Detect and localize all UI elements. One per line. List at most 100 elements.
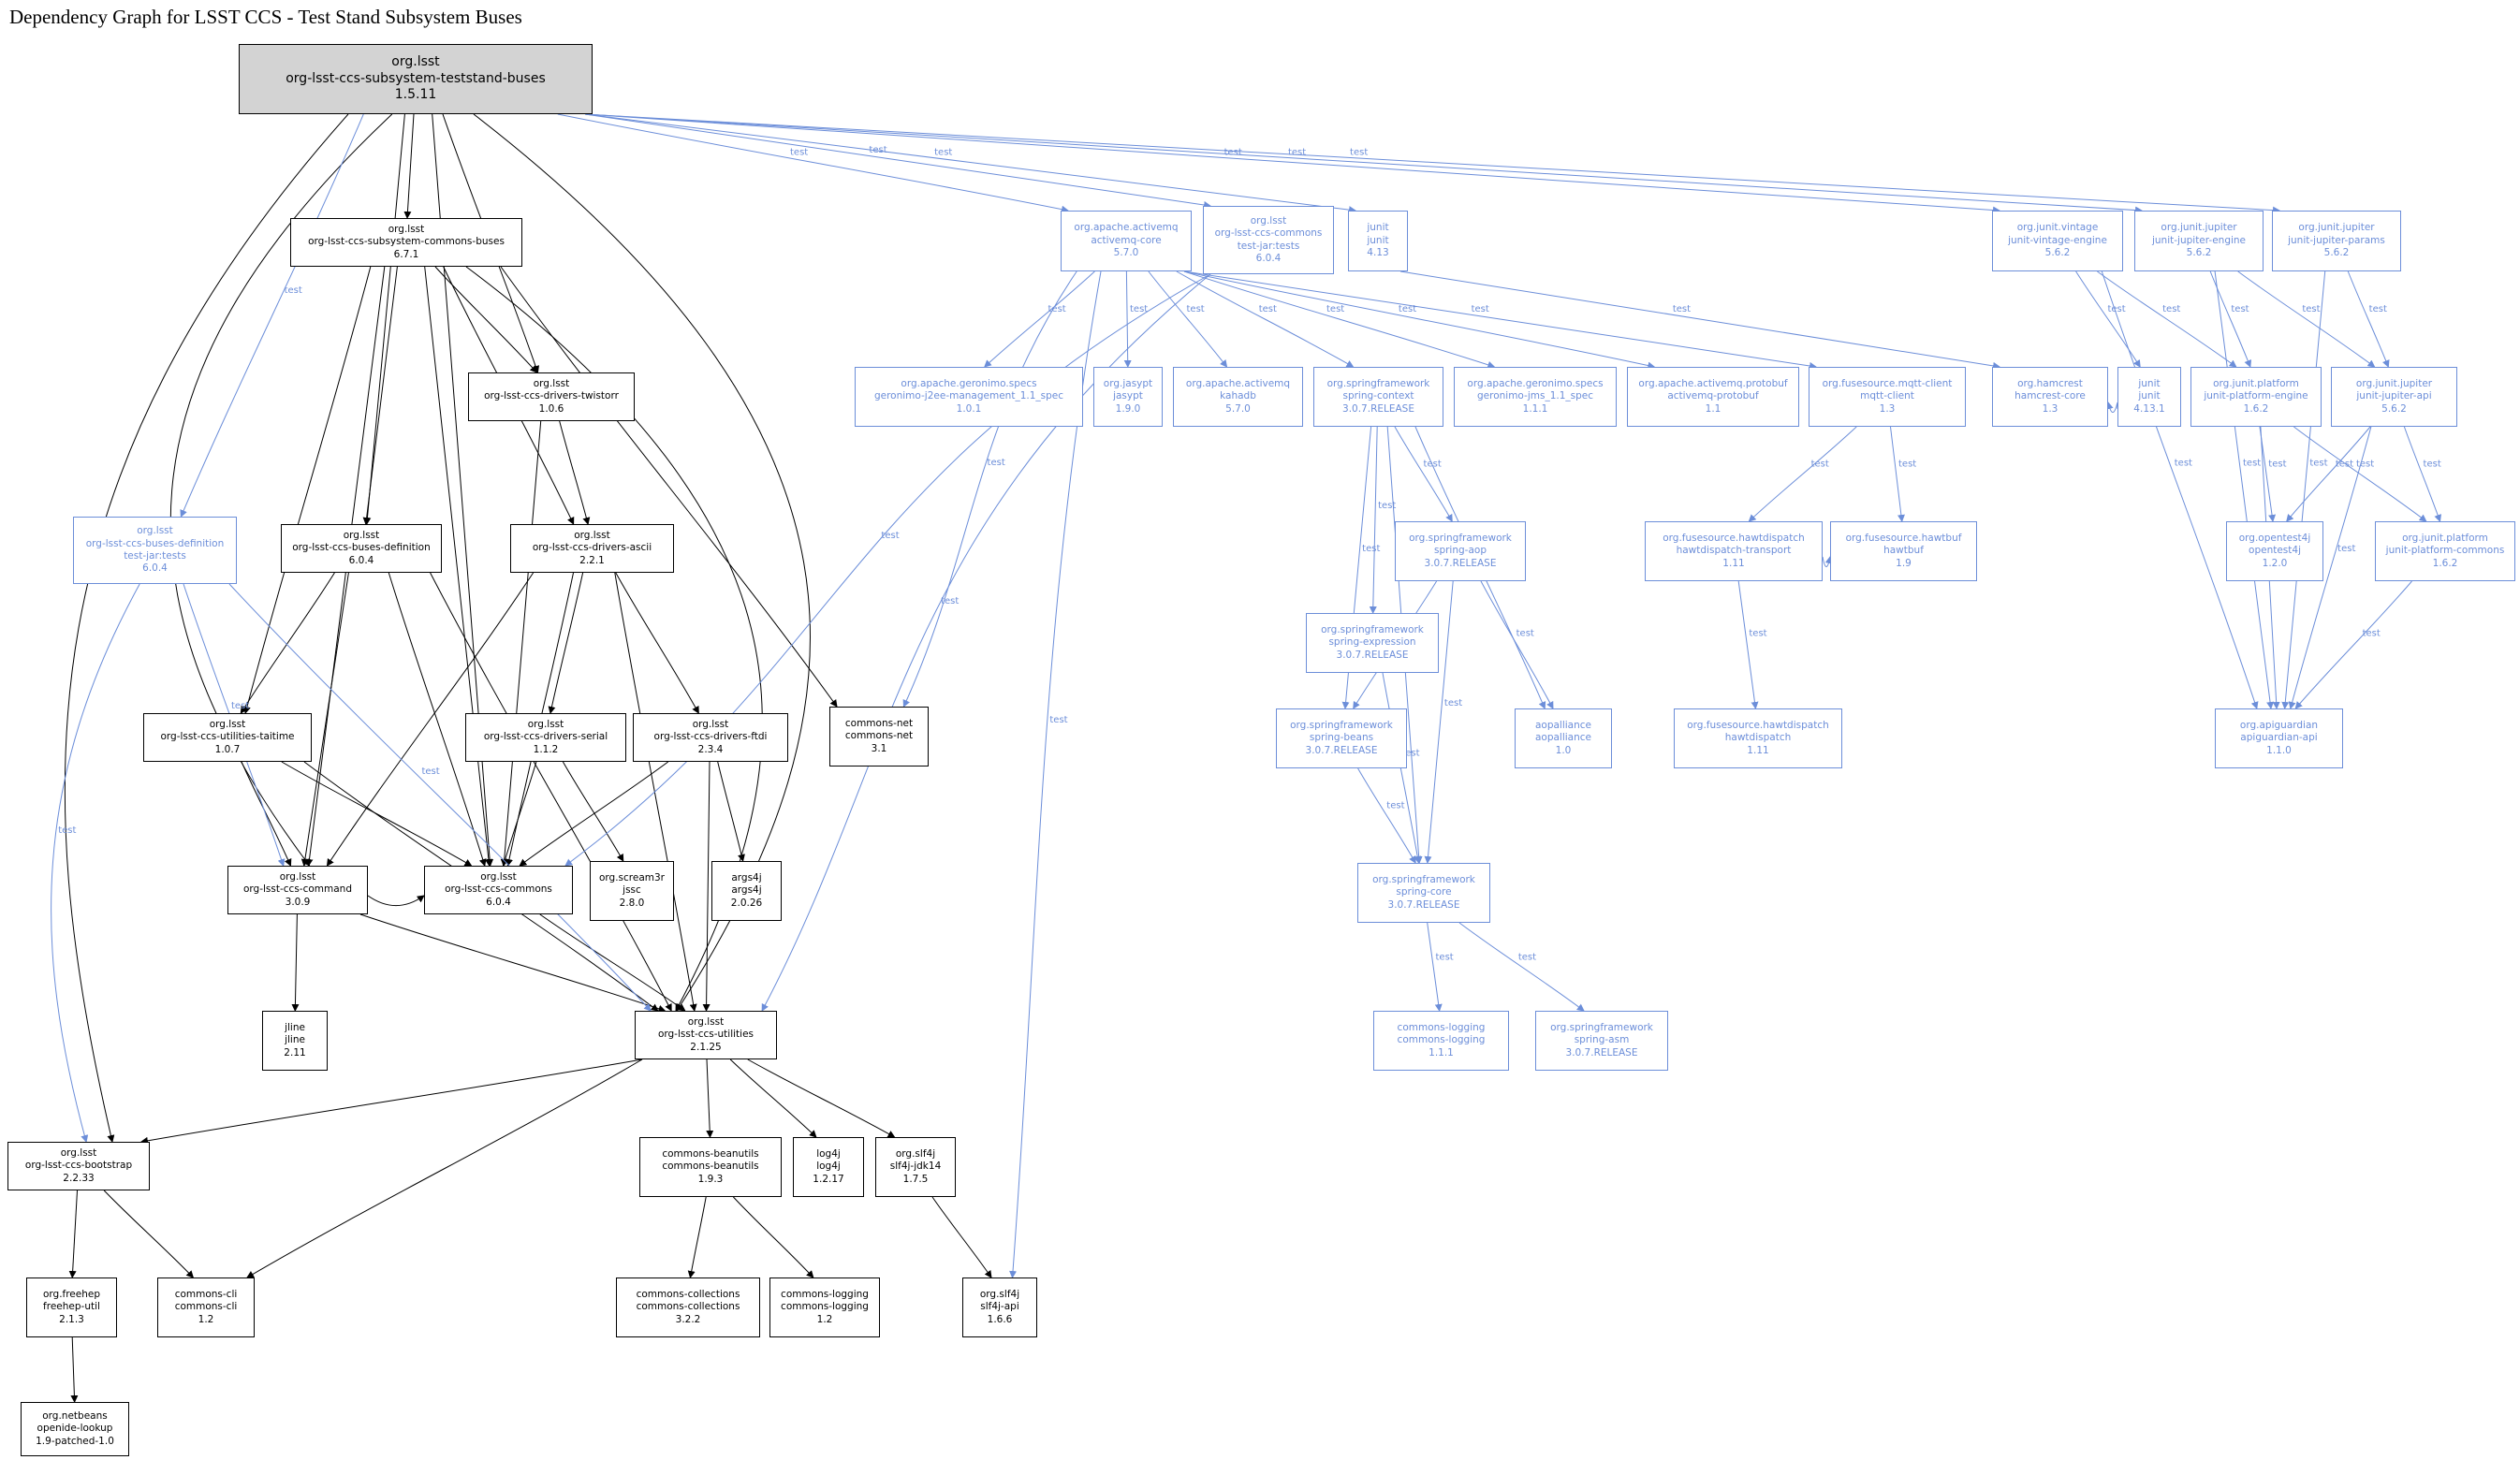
node-label-line: org.lsst [1250, 214, 1287, 226]
node-label-line: org-lsst-ccs-subsystem-teststand-buses [286, 70, 546, 86]
node-label-line: org.lsst [388, 223, 425, 235]
edge-label-test: test [1049, 715, 1067, 725]
dependency-edge-spring_beans-spring_core [1357, 767, 1416, 864]
node-label-line: 1.3 [2042, 402, 2058, 415]
dependency-edge-mqtt_client-hawtbuf [1890, 426, 1905, 522]
node-label-line: junit [1367, 222, 1389, 234]
edge-label-test: test [881, 531, 899, 541]
dependency-edge-buses_def-utilities [430, 572, 672, 1012]
node-label-line: org.fusesource.hawtdispatch [1687, 719, 1829, 731]
node-label-line: geronimo-j2ee-management_1.1_spec [873, 390, 1064, 402]
node-label-line: 1.0 [1555, 744, 1572, 756]
edge-label-test: test [2363, 628, 2381, 638]
node-label-line: org-lsst-ccs-drivers-ftdi [653, 731, 768, 743]
node-label-line: 1.1.2 [533, 743, 559, 755]
node-label-line: org.lsst [279, 870, 316, 883]
dependency-edge-buses_def_tests-utilities [228, 583, 652, 1012]
node-label-line: 1.1.0 [2266, 744, 2292, 756]
node-label-line: junit-jupiter-engine [2151, 234, 2247, 246]
node-label-line: args4j [731, 884, 762, 897]
dependency-edge-command-utilities [359, 913, 667, 1013]
node-label-line: org-lsst-ccs-utilities-taitime [160, 731, 295, 743]
edge-label-test: test [941, 596, 959, 606]
node-label-line: 6.0.4 [142, 562, 168, 575]
node-label-line: 2.11 [284, 1046, 306, 1058]
node-label-line: 1.7.5 [902, 1173, 929, 1185]
node-label-line: 3.0.7.RELEASE [1565, 1046, 1638, 1058]
node-label-line: hawtdispatch [1724, 732, 1792, 744]
dependency-edge-activemq_core-geronimo_jms [1183, 270, 1496, 369]
dependency-edge-hawtdispatch_transport-hawtdispatch [1737, 580, 1759, 709]
dependency-edge-activemq_core-activemq_protobuf [1183, 270, 1656, 370]
edge-label-test: test [2337, 544, 2355, 554]
node-label-line: 3.0.7.RELEASE [1305, 744, 1378, 756]
node-label-line: spring-aop [1433, 545, 1487, 557]
dependency-edge-command-ccs_commons [367, 895, 425, 906]
node-label-line: commons-logging [1397, 1034, 1486, 1046]
edge-label-test: test [1326, 304, 1344, 314]
dependency-edge-drivers_serial-ccs_commons [501, 761, 537, 867]
dependency-edge-vintage-platform_engine [2097, 270, 2237, 368]
dependency-edge-platform_commons-apiguardian [2294, 580, 2412, 709]
node-label-line: 6.0.4 [486, 896, 511, 908]
dependency-edge-root-bootstrap [64, 113, 349, 1143]
node-label-line: spring-beans [1309, 732, 1374, 744]
node-label-line: org.fusesource.hawtbuf [1845, 532, 1962, 544]
node-label-line: openide-lookup [37, 1423, 113, 1435]
dependency-edge-drivers_ftdi-ccs_commons [519, 761, 668, 867]
node-label-line: slf4j-api [980, 1301, 1019, 1313]
node-label-line: aopalliance [1534, 732, 1592, 744]
node-label-line: org.lsst [60, 1146, 97, 1159]
dependency-edge-utilities-bootstrap [140, 1058, 643, 1145]
dependency-edge-commons_tests-utilities [761, 273, 1211, 1012]
node-label-line: 2.2.1 [579, 554, 605, 566]
node-label-line: 1.6.6 [987, 1313, 1013, 1325]
dependency-edge-jupiter_params-jupiter_api [2347, 270, 2390, 368]
node-label-line: org.hamcrest [2017, 377, 2083, 389]
node-label-line: junit-jupiter-params [2288, 234, 2385, 246]
dependency-edge-slf4j_jdk14-slf4j_api [931, 1196, 992, 1278]
node-label-line: org-lsst-ccs-command [243, 883, 352, 896]
dependency-edge-activemq_core-jasypt [1123, 270, 1132, 368]
node-label-line: commons-net [844, 730, 914, 742]
node-label-line: 1.0.1 [956, 402, 982, 415]
dependency-edge-commons_buses-taitime [243, 266, 372, 714]
node-label-line: org.apiguardian [2239, 719, 2319, 731]
node-label-line: org.lsst [574, 529, 610, 541]
edge-label-test: test [2162, 304, 2180, 314]
edge-label-test: test [1898, 460, 1916, 470]
edge-label-test: test [2336, 460, 2353, 470]
node-label-line: 3.2.2 [675, 1313, 701, 1325]
node-label-line: 3.0.7.RELEASE [1342, 402, 1414, 415]
node-label-line: 3.1 [871, 742, 887, 754]
edge-label-test: test [1399, 304, 1416, 314]
node-label-line: commons-cli [174, 1288, 238, 1300]
node-label-line: 2.3.4 [697, 743, 724, 755]
dependency-edge-drivers_ftdi-utilities [702, 761, 711, 1012]
dependency-edge-drivers_ascii-drivers_ftdi [615, 572, 699, 714]
node-label-line: activemq-core [1091, 234, 1162, 246]
node-label-line: spring-expression [1328, 636, 1416, 649]
node-label-line: 1.9 [1896, 557, 1912, 569]
node-label-line: test-jar:tests [124, 550, 186, 562]
edge-label-test: test [58, 825, 76, 836]
node-label-line: commons-logging [781, 1288, 869, 1300]
dependency-edge-root-buses_def [363, 113, 405, 525]
node-label-line: org.lsst [527, 718, 564, 730]
node-label-line: junit-platform-commons [2385, 545, 2505, 557]
edge-label-test: test [1378, 501, 1396, 511]
edge-label-test: test [421, 766, 439, 777]
